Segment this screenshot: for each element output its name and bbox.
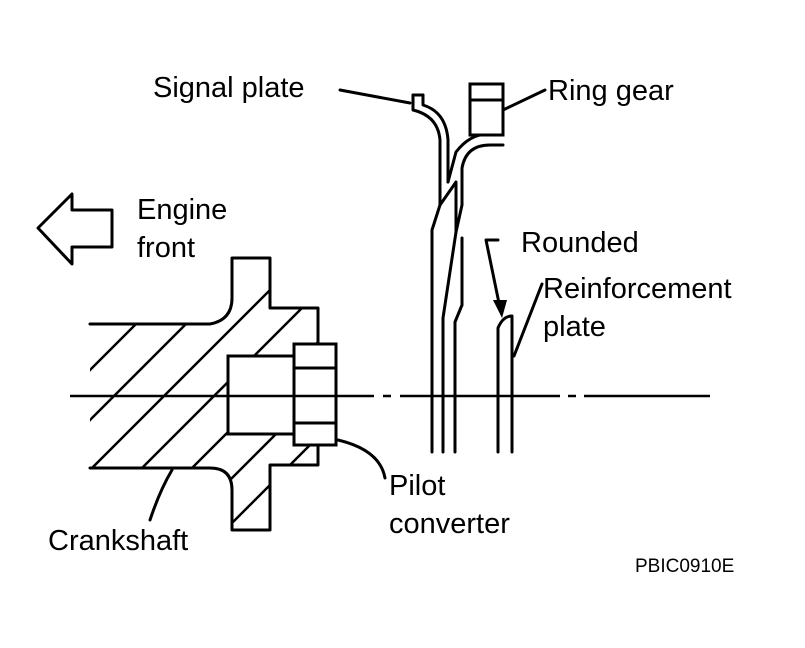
reinforcement-label-2: plate (543, 311, 606, 343)
engine-front-label-2: front (137, 232, 195, 264)
reinforcement-plate (496, 314, 514, 454)
engine-front-label-1: Engine (137, 194, 227, 226)
signal-plate-inner (421, 93, 450, 184)
ring-gear-label: Ring gear (548, 75, 674, 107)
leader-lines (148, 88, 547, 522)
ring-gear (468, 82, 505, 137)
figure-code: PBIC0910E (635, 556, 734, 577)
signal-plate-label: Signal plate (153, 72, 305, 104)
crankshaft-label: Crankshaft (48, 525, 188, 557)
signal-plate (411, 93, 442, 454)
rounded-label: Rounded (521, 227, 639, 259)
pilot-label-1: Pilot (389, 470, 445, 502)
pilot-converter (292, 342, 338, 447)
drive-plate-web-2 (453, 303, 464, 454)
rounded-pointer (493, 300, 507, 318)
drive-plate (446, 132, 505, 184)
arrow-left-icon (36, 192, 114, 266)
pilot-label-2: converter (389, 508, 510, 540)
reinforcement-label-1: Reinforcement (543, 273, 732, 305)
drive-plate-rear (454, 143, 505, 234)
